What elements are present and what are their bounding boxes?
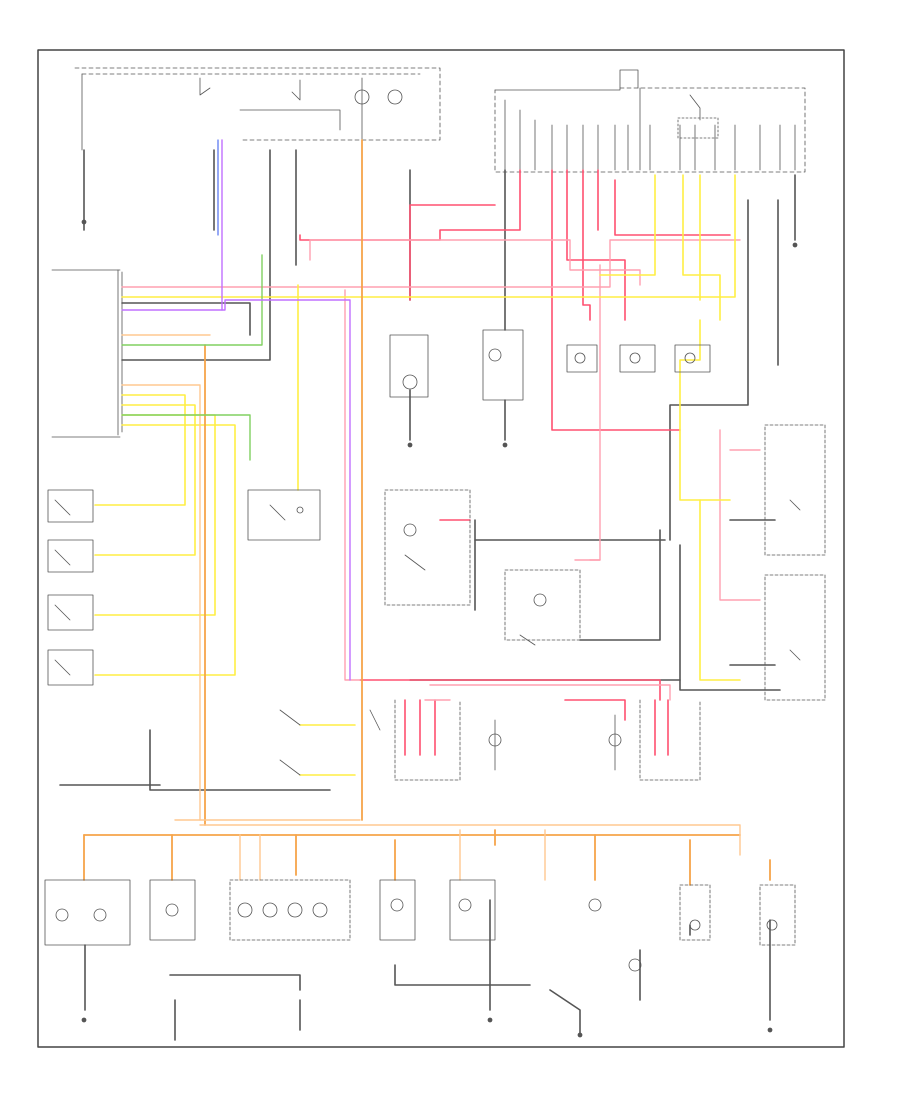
rear-dome-lamp — [44, 879, 131, 946]
glove-box-lamp — [482, 329, 524, 401]
vanity-lamp-lower — [679, 884, 711, 941]
body-control-module-connector — [51, 269, 123, 438]
courtesy-lamp-relay — [247, 489, 321, 541]
overhead-console — [229, 879, 351, 941]
diagram-frame — [37, 49, 845, 1048]
switch-lamp — [387, 89, 403, 105]
headlamp-switch-block — [74, 67, 441, 151]
door-jamb-switch-lr — [47, 539, 94, 573]
underhood-lamp — [389, 334, 429, 398]
mirror-lamp-right — [674, 344, 711, 373]
components — [44, 219, 826, 1038]
switch-lamp — [354, 89, 370, 105]
mirror-lamp-center — [619, 344, 656, 373]
vanity-lamp-lower-right — [759, 884, 796, 946]
door-jamb-switch-rf — [47, 489, 94, 523]
reading-lamp — [379, 879, 416, 941]
cargo-lamp — [149, 879, 196, 941]
mirror-lamp-left — [566, 344, 598, 373]
map-lamp — [449, 879, 496, 941]
door-jamb-switch-lf — [47, 649, 94, 686]
fuse-relay-block — [494, 69, 806, 173]
door-jamb-switch-rr — [47, 594, 94, 631]
